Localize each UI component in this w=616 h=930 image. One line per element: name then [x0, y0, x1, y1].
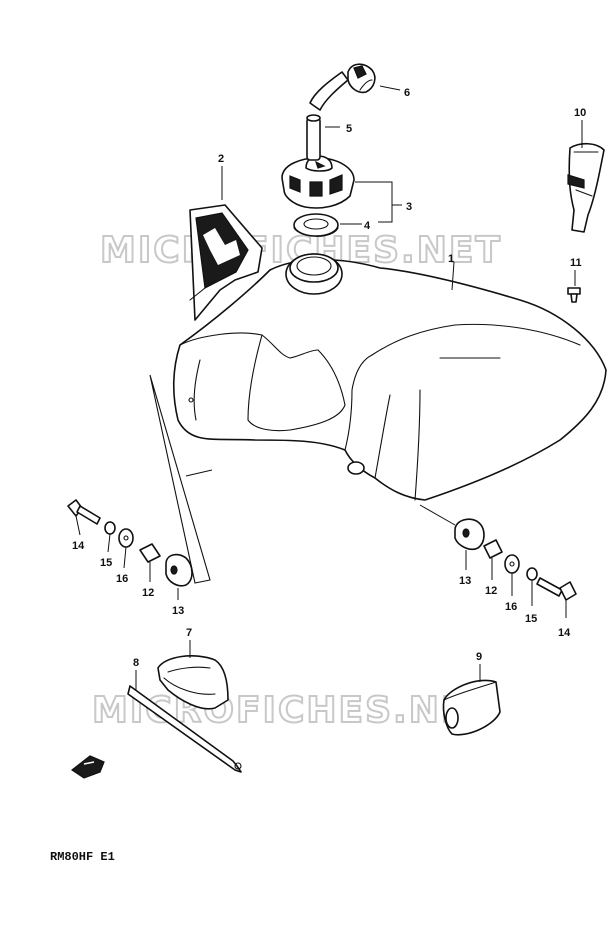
right-mount-hardware: [454, 518, 577, 601]
front-arrow-icon: [70, 755, 105, 779]
hose-clamp: [347, 63, 376, 94]
left-mount-hardware: [67, 374, 211, 587]
callout-3: 3: [406, 201, 412, 213]
callout-13-left: 13: [172, 605, 184, 617]
callout-14-left: 14: [72, 540, 85, 552]
breather-hose: [306, 71, 349, 161]
cap-gasket: [293, 213, 339, 237]
callout-12-left: 12: [142, 587, 154, 599]
tank-cushion: [157, 655, 229, 710]
leader-lines: [75, 85, 583, 690]
callout-7: 7: [186, 627, 192, 639]
callout-1: 1: [448, 253, 454, 265]
model-code-label: RM80HF E1: [50, 850, 115, 864]
fuel-tank: [172, 253, 607, 501]
callout-13-right: 13: [459, 575, 471, 587]
callout-6: 6: [404, 87, 410, 99]
callout-16-right: 16: [505, 601, 517, 613]
rubber-band: [127, 685, 242, 773]
callout-11: 11: [570, 257, 582, 269]
fuel-cap: [281, 155, 355, 209]
tank-emblem: [189, 204, 263, 321]
callout-2: 2: [218, 153, 224, 165]
callout-15-right: 15: [525, 613, 537, 625]
rubber-strap: [567, 142, 605, 233]
callout-8: 8: [133, 657, 139, 669]
callout-10: 10: [574, 107, 586, 119]
callout-15-left: 15: [100, 557, 112, 569]
callout-4: 4: [364, 220, 371, 232]
strap-bolt: [567, 287, 581, 303]
callout-5: 5: [346, 123, 352, 135]
rear-cushion: [442, 679, 501, 736]
callout-9: 9: [476, 651, 482, 663]
callout-16-left: 16: [116, 573, 128, 585]
callout-12-right: 12: [485, 585, 497, 597]
callout-14-right: 14: [558, 627, 571, 639]
